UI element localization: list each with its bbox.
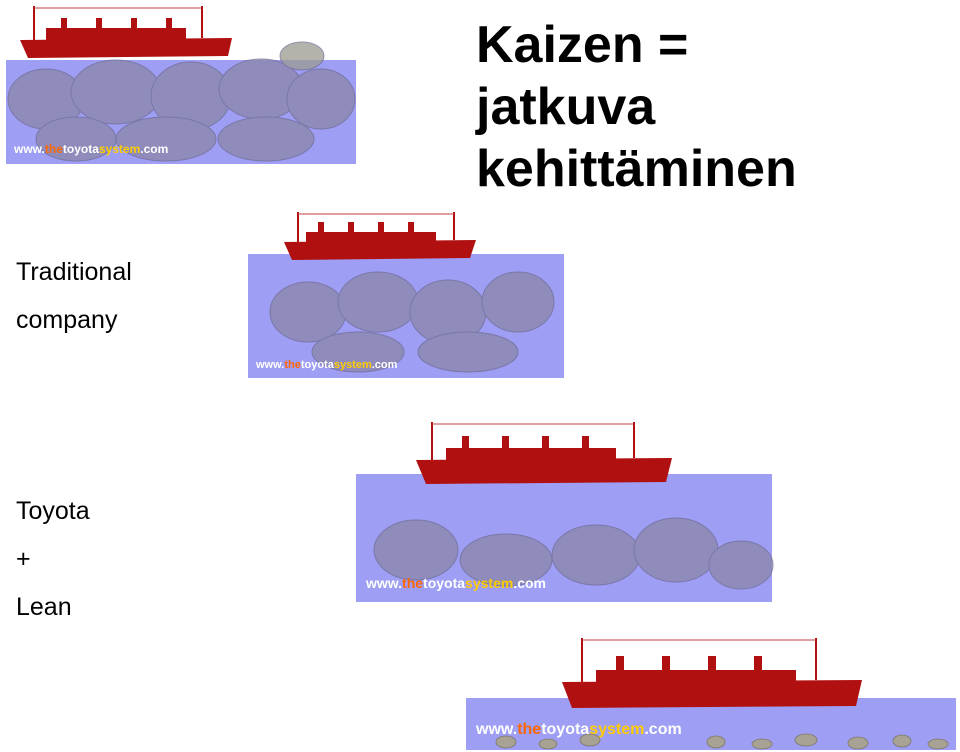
title-line-2: jatkuva [476,78,656,136]
toyota-label-line-1: Toyota [16,497,90,525]
ship-illustration-3: www.thetoyotasystem.com [356,420,774,602]
ship-free-water-image: www.thetoyotasystem.com [466,638,956,750]
rocks [269,271,555,373]
ship-lower-rocks-image: www.thetoyotasystem.com [356,422,774,602]
slide-title: Kaizen = jatkuva kehittäminen [476,14,797,200]
traditional-label-line-1: Traditional [16,258,132,286]
title-line-3: kehittäminen [476,140,797,198]
traditional-label-line-2: company [16,306,118,334]
watermark-text: www.thetoyotasystem.com [475,721,682,738]
ship-icon [20,6,232,58]
rocks [7,41,356,162]
ship-illustration-2: www.thetoyotasystem.com [248,212,564,378]
ship-illustration-4: www.thetoyotasystem.com [466,632,956,750]
watermark-text: www.thetoyotasystem.com [13,142,168,156]
toyota-lean-label: Toyota + Lean [16,487,90,631]
traditional-company-label: Traditional company [16,248,132,344]
rocks [373,517,774,590]
ship-illustration-1: www.thetoyotasystem.com [6,4,356,164]
watermark-text: www.thetoyotasystem.com [365,575,546,591]
toyota-label-line-2: + [16,545,31,573]
ship-icon [416,422,672,484]
pebbles [495,733,949,750]
watermark-text: www.thetoyotasystem.com [255,359,398,371]
ship-icon [284,212,476,260]
toyota-label-line-3: Lean [16,593,72,621]
ship-on-water-image: www.thetoyotasystem.com [248,212,564,378]
ship-on-rocks-image: www.thetoyotasystem.com [6,6,356,164]
ship-icon [562,638,862,708]
title-line-1: Kaizen = [476,16,689,74]
